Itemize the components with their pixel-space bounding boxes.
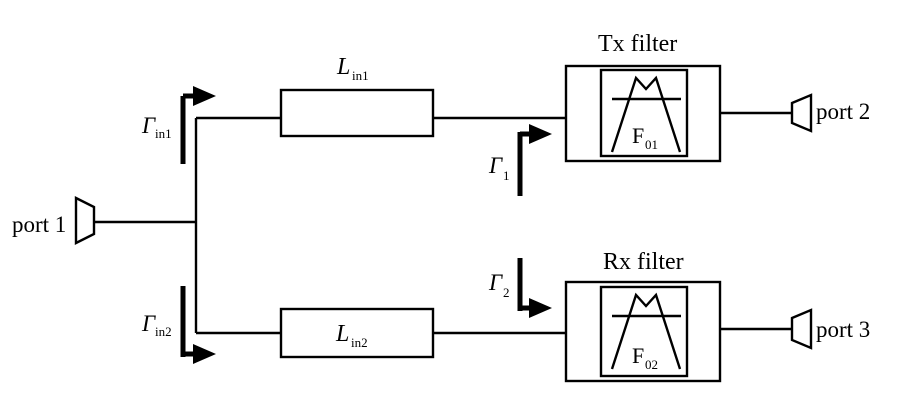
gamma-in1-symbol: Γ bbox=[141, 113, 156, 138]
port-1-icon bbox=[74, 196, 96, 245]
line-in2-symbol: L bbox=[335, 321, 349, 347]
tx-filter: Tx filter F 01 bbox=[564, 31, 722, 163]
gamma-1-arrowhead bbox=[529, 124, 552, 144]
port-3-label: port 3 bbox=[816, 317, 870, 342]
tx-filter-symbol: F bbox=[632, 123, 644, 148]
tx-filter-subscript: 01 bbox=[645, 137, 658, 152]
port-2-label: port 2 bbox=[816, 99, 870, 124]
rx-filter-inner-box bbox=[599, 285, 689, 378]
line-in2-subscript: in2 bbox=[351, 335, 368, 350]
tx-filter-response-icon bbox=[610, 75, 682, 153]
gamma-in1-arrowhead bbox=[193, 86, 216, 106]
gamma-in2-indicator: Γ in2 bbox=[141, 286, 216, 364]
port-3: port 3 bbox=[790, 308, 870, 350]
gamma-in2-symbol: Γ bbox=[141, 311, 156, 336]
line-in2: L in2 bbox=[279, 307, 435, 359]
gamma-1-indicator: Γ 1 bbox=[488, 124, 552, 196]
rx-filter-symbol: F bbox=[632, 343, 644, 368]
tx-filter-title: Tx filter bbox=[598, 31, 677, 57]
gamma-in1-subscript: in1 bbox=[155, 126, 172, 141]
line-in1: L in1 bbox=[279, 54, 435, 138]
rx-filter: Rx filter F 02 bbox=[564, 249, 722, 383]
gamma-2-indicator: Γ 2 bbox=[488, 258, 552, 318]
gamma-1-symbol: Γ bbox=[488, 153, 503, 178]
port-1-label: port 1 bbox=[12, 212, 66, 237]
gamma-in2-subscript: in2 bbox=[155, 324, 172, 339]
port-2-icon bbox=[790, 93, 813, 133]
line-in1-subscript: in1 bbox=[352, 68, 369, 83]
gamma-2-symbol: Γ bbox=[488, 270, 503, 295]
rx-filter-subscript: 02 bbox=[645, 357, 658, 372]
port-2: port 2 bbox=[790, 93, 870, 133]
gamma-in1-indicator: Γ in1 bbox=[141, 86, 216, 164]
port-3-icon bbox=[790, 308, 813, 350]
line-in1-box bbox=[279, 88, 435, 138]
gamma-1-subscript: 1 bbox=[503, 168, 510, 183]
gamma-in2-arrowhead bbox=[193, 344, 216, 364]
rx-filter-response-icon bbox=[610, 292, 682, 370]
gamma-2-arrowhead bbox=[529, 298, 552, 318]
gamma-2-subscript: 2 bbox=[503, 285, 510, 300]
line-in1-symbol: L bbox=[336, 54, 350, 80]
port-1: port 1 bbox=[12, 196, 96, 245]
rx-filter-title: Rx filter bbox=[603, 249, 684, 275]
